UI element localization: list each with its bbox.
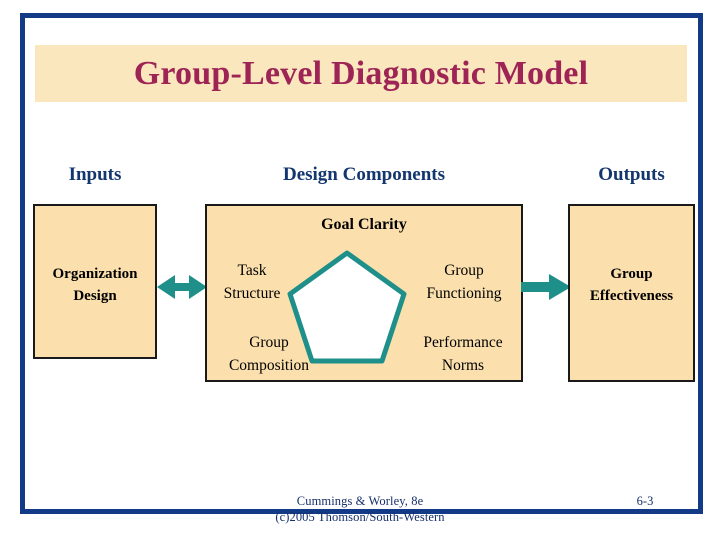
outputs-box: Group Effectiveness [568,204,695,382]
pentagon-shape [286,249,408,365]
footer-page-number: 6-3 [636,494,654,508]
column-header-inputs: Inputs [68,164,122,185]
right-arrow-icon [521,274,571,300]
page-title: Group-Level Diagnostic Model [133,54,589,92]
group-effectiveness-line1: Group [610,266,653,282]
footer-credit: Cummings & Worley, 8e [296,494,424,508]
goal-clarity-label: Goal Clarity [321,216,407,233]
title-banner: Group-Level Diagnostic Model [35,45,687,102]
node-task-structure-line2: Structure [223,285,281,303]
double-arrow-icon [157,272,207,302]
group-effectiveness-label: Group Effectiveness [570,264,693,308]
node-group-functioning-line1: Group [444,262,484,279]
node-group-composition-line1: Group [249,334,289,351]
column-header-outputs: Outputs [598,164,665,185]
organization-design-line2: Design [73,287,117,304]
inputs-box: Organization Design [33,204,157,359]
organization-design-line1: Organization [52,266,138,282]
node-performance-norms-line2: Norms [441,357,485,375]
node-group-functioning: Group Functioning [408,259,520,306]
node-task-structure-line1: Task [237,262,267,279]
node-group-composition-line2: Composition [228,357,310,375]
node-performance-norms-line1: Performance [423,334,503,351]
organization-design-label: Organization Design [35,264,155,308]
column-header-design-components: Design Components [282,164,446,185]
group-effectiveness-line2: Effectiveness [589,287,674,304]
node-task-structure: Task Structure [209,259,295,306]
node-performance-norms: Performance Norms [404,331,522,378]
node-group-functioning-line2: Functioning [426,285,502,303]
design-components-box: Goal Clarity Task Structure Group Functi… [205,204,523,382]
footer-copyright: (c)2005 Thomson/South-Western [275,510,445,524]
node-group-composition: Group Composition [208,331,330,378]
